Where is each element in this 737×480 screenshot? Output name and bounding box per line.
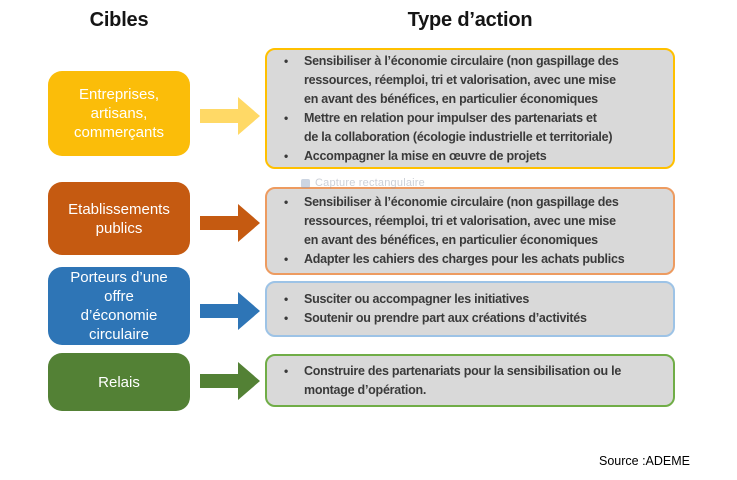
list-item: • Mettre en relation pour impulser des p… xyxy=(267,109,667,147)
right-arrow-icon xyxy=(200,292,260,330)
target-box-entreprises: Entreprises, artisans, commerçants xyxy=(48,71,190,156)
bullet-icon: • xyxy=(284,195,288,209)
column-title-cibles: Cibles xyxy=(89,9,149,31)
action-box-entreprises: • Sensibiliser à l’économie circulaire (… xyxy=(265,48,675,169)
list-item: • Soutenir ou prendre part aux créations… xyxy=(267,309,667,328)
action-box-relais: • Construire des partenariats pour la se… xyxy=(265,354,675,407)
bullet-text: Sensibiliser à l’économie circulaire (no… xyxy=(304,195,619,247)
target-box-etablissements-publics: Etablissements publics xyxy=(48,182,190,255)
list-item: • Sensibiliser à l’économie circulaire (… xyxy=(267,193,667,250)
bullet-text: Construire des partenariats pour la sens… xyxy=(304,363,622,397)
list-item: • Accompagner la mise en œuvre de projet… xyxy=(267,147,667,166)
action-box-etablissements-publics: • Sensibiliser à l’économie circulaire (… xyxy=(265,187,675,275)
action-box-porteurs-offre: • Susciter ou accompagner les initiative… xyxy=(265,281,675,337)
column-title-type-daction: Type d’action xyxy=(407,9,533,31)
bullet-text: Adapter les cahiers des charges pour les… xyxy=(304,252,625,266)
bullet-text: Sensibiliser à l’économie circulaire (no… xyxy=(304,53,619,106)
right-arrow-icon xyxy=(200,362,260,400)
list-item: • Susciter ou accompagner les initiative… xyxy=(267,290,667,309)
bullet-icon: • xyxy=(284,292,288,306)
bullet-icon: • xyxy=(284,252,288,266)
bullet-icon: • xyxy=(284,363,288,378)
bullet-icon: • xyxy=(284,53,288,68)
list-item: • Construire des partenariats pour la se… xyxy=(267,362,667,400)
bullet-text: Soutenir ou prendre part aux créations d… xyxy=(304,311,587,325)
bullet-icon: • xyxy=(284,311,288,325)
bullet-text: Mettre en relation pour impulser des par… xyxy=(304,110,613,144)
target-box-porteurs-offre: Porteurs d’une offre d’économie circulai… xyxy=(48,267,190,345)
bullet-icon: • xyxy=(284,148,288,163)
list-item: • Sensibiliser à l’économie circulaire (… xyxy=(267,52,667,109)
bullet-text: Susciter ou accompagner les initiatives xyxy=(304,292,530,306)
right-arrow-icon xyxy=(200,97,260,135)
right-arrow-icon xyxy=(200,204,260,242)
source-note: Source :ADEME xyxy=(598,454,690,468)
target-box-relais: Relais xyxy=(48,353,190,411)
bullet-text: Accompagner la mise en œuvre de projets xyxy=(304,148,547,163)
bullet-icon: • xyxy=(284,110,288,125)
list-item: • Adapter les cahiers des charges pour l… xyxy=(267,250,667,269)
